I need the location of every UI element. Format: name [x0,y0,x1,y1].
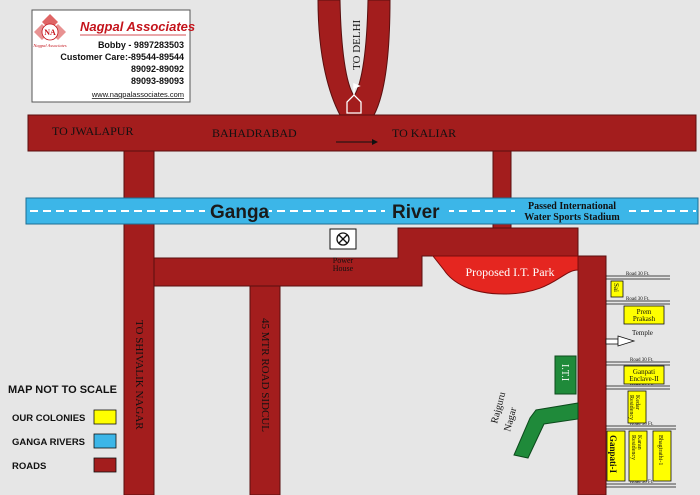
ganga-label-bg [205,199,269,223]
roads [27,0,697,495]
to-delhi-label: TO DELHI [351,19,363,70]
colony-prem-prakash [623,305,665,325]
stadium-label-line1: Passed International [528,201,616,212]
colony-karan-residency [628,430,648,482]
colony-karan-label-line2: Residency [630,435,636,460]
colony-kedar-residency [627,390,647,424]
contact-person: Bobby - 9897283503 [98,40,184,50]
power-house-label-line1: Power [333,256,354,265]
legend-rivers-label: GANGA RIVERS [12,437,85,448]
colony-ganpati2-label-line2: Enclave-II [629,375,659,383]
temple-icon [605,335,636,347]
legend-colonies-swatch [93,409,117,425]
power-house-label-line2: House [333,264,354,273]
landmark-tower-icon [346,83,362,114]
road-30ft-tag-2: Road 30 Ft. [626,297,649,302]
to-kaliar-label: TO KALIAR [392,126,456,140]
company-logo-icon: NA Nagpal Associates [32,14,67,48]
iti-block [554,355,577,395]
colony-ganpati1-label: Ganpati-I [608,435,618,474]
company-name: Nagpal Associates [80,19,195,34]
it-park-label: Proposed I.T. Park [465,265,554,279]
colony-ganpati-enclave-2 [623,365,665,385]
it-park-area [431,255,579,295]
legend-colonies-label: OUR COLONIES [12,413,85,424]
bahadrabad-label: BAHADRABAD [212,126,297,140]
to-jwalapur-label: TO JWALAPUR [52,124,133,138]
iti-label: I.T.I [559,364,570,381]
road-30ft-tag-4: Road 30 Ft. [630,382,653,387]
direction-arrow-icon [336,139,378,145]
road-bahadrabad [27,114,697,152]
road-30ft-tag-5: Road 30 Ft. [630,422,653,427]
colony-ganpati-1 [606,430,626,482]
road-colonies-main [577,255,607,495]
road-45-mtr-sidcul [249,285,281,495]
road-30ft-tag-6: Road 30 Ft. [630,480,653,485]
stadium-label-bg [515,199,629,223]
river-label-bg [385,199,449,223]
colony-bhagirathi-1 [652,430,672,482]
logo-caption: Nagpal Associates [32,43,67,48]
road-to-delhi [317,0,391,116]
legend-roads-label: ROADS [12,461,46,472]
colony-sai-label: Sai [612,283,620,292]
colony-kedar-label-line1: Kedar [634,395,640,410]
rajguru-nagar-road [513,402,579,459]
legend-rivers-swatch [93,433,117,449]
customer-care-line1: Customer Care:-89544-89544 [60,52,184,62]
to-shivalik-nagar-label: TO SHIVALIK NAGAR [133,320,145,430]
road-30ft-tag-1: Road 30 Ft. [626,272,649,277]
brand-box: NA Nagpal Associates Nagpal Associates B… [31,9,195,103]
logo-letters: NA [44,28,56,37]
river-label: River [392,202,440,223]
road-30ft-tags: Road 30 Ft. Road 30 Ft. Road 30 Ft. Road… [626,272,653,485]
customer-care-line3: 89093-89093 [131,76,184,86]
power-house-icon [336,232,350,246]
stadium-label-line2: Water Sports Stadium [524,212,620,223]
website-link[interactable]: www.nagpalassociates.com [91,90,184,99]
side-streets [606,275,676,488]
sidcul-road-label: 45 MTR ROAD SIDCUL [259,318,271,432]
road-30ft-tag-3: Road 30 Ft. [630,358,653,363]
colony-ganpati2-label-line1: Ganpati [633,368,655,376]
legend-roads-swatch [93,457,117,473]
colonies [606,280,672,482]
colony-prem-label-line2: Prakash [633,315,656,323]
colony-bhagirathi-label: Bhagirathi-1 [657,435,663,465]
temple-label: Temple [632,329,653,337]
colony-sai [610,280,624,298]
colony-prem-label-line1: Prem [637,308,652,316]
colony-kedar-label-line2: Residency [628,395,634,420]
customer-care-line2: 89092-89092 [131,64,184,74]
map-legend: MAP NOT TO SCALE OUR COLONIES GANGA RIVE… [8,384,117,473]
colony-karan-label-line1: Karan [636,435,642,450]
ganga-label: Ganga [210,202,270,223]
map-scale-note: MAP NOT TO SCALE [8,384,117,396]
